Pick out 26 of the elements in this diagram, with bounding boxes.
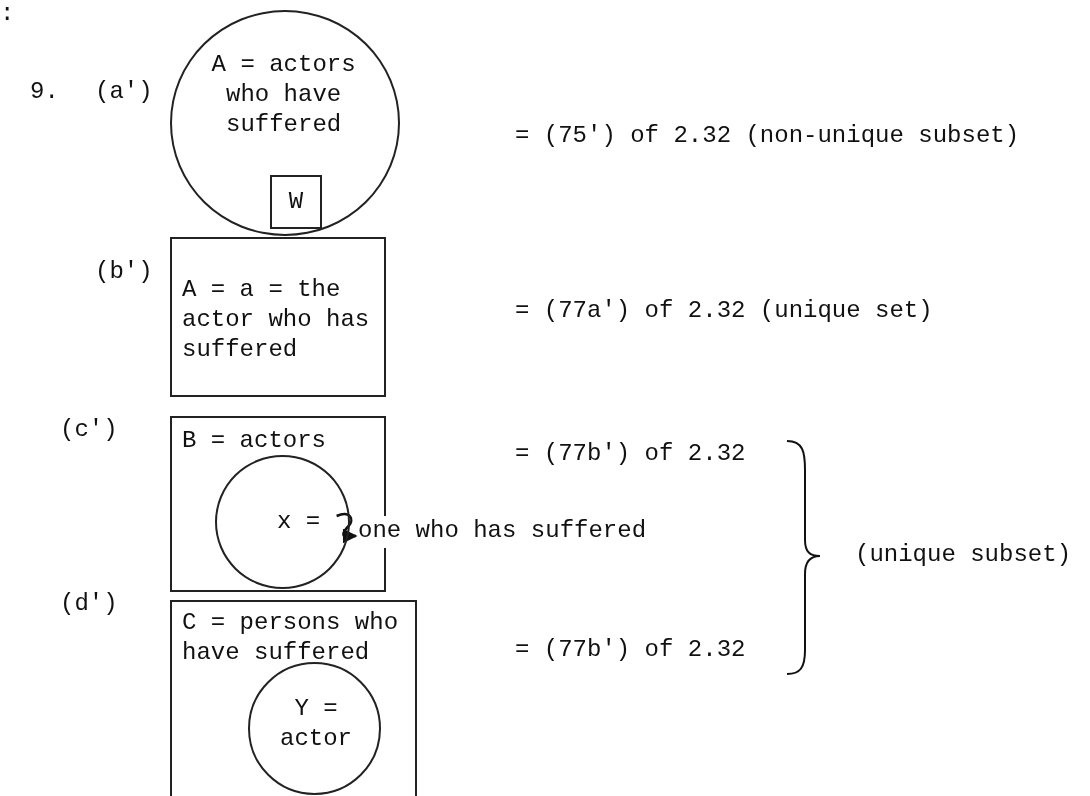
colon-mark: :: [0, 0, 15, 27]
set-label: B = actors: [182, 426, 328, 456]
part-label: (c'): [60, 416, 118, 443]
set-circle: [248, 662, 381, 795]
set-box: [170, 600, 417, 796]
set-label: A = a = the actor who has suffered: [182, 275, 370, 365]
curved-arrow: [336, 512, 358, 544]
set-label: Y = actor: [280, 694, 352, 754]
set-label: x =: [277, 507, 322, 537]
set-label: A = actors who have suffered: [210, 50, 357, 140]
equation-text: = (77b') of 2.32: [515, 636, 746, 663]
item-number: 9.: [30, 78, 59, 105]
set-label: W: [287, 187, 305, 217]
part-label: (b'): [95, 258, 153, 285]
brace-label: (unique subset): [855, 541, 1072, 568]
part-label: (d'): [60, 590, 118, 617]
set-box: [270, 175, 322, 229]
set-circle: [170, 10, 400, 236]
set-circle: [215, 455, 350, 589]
equation-text: = (77b') of 2.32: [515, 440, 746, 467]
equation-text: = (75') of 2.32 (non-unique subset): [515, 122, 1020, 149]
text-label: one who has suffered: [358, 516, 647, 548]
set-label: C = persons who have suffered: [182, 608, 399, 668]
part-label: (a'): [95, 78, 153, 105]
set-box: [170, 237, 386, 397]
equation-text: = (77a') of 2.32 (unique set): [515, 297, 933, 324]
